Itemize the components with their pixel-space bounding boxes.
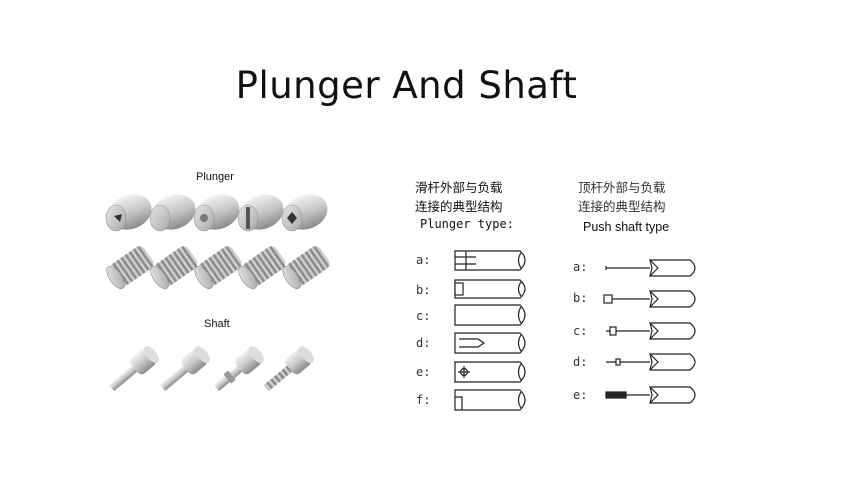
plunger-type-b <box>454 279 526 299</box>
push-shaft-heading-line1: 顶杆外部与负载 <box>578 180 666 195</box>
push-shaft-heading: 顶杆外部与负载 连接的典型结构 <box>578 178 666 216</box>
shaft-label: Shaft <box>204 318 230 330</box>
shaft-row <box>108 346 314 392</box>
page-title: Plunger And Shaft <box>235 64 578 107</box>
plunger-type-label-e: e: <box>416 365 431 379</box>
push-shaft-label-a: a: <box>573 260 588 274</box>
push-shaft-label-d: d: <box>573 355 588 369</box>
plunger-row-1 <box>105 194 328 232</box>
push-shaft-label-e: e: <box>573 388 588 402</box>
push-shaft-label-c: c: <box>573 324 588 338</box>
plunger-type-e <box>454 361 526 383</box>
push-shaft-subtitle: Push shaft type <box>583 220 670 234</box>
push-shaft-type-e <box>605 386 696 404</box>
plunger-type-heading: 滑杆外部与负载 连接的典型结构 <box>415 178 503 216</box>
plunger-type-a <box>454 250 526 271</box>
push-shaft-type-a <box>605 259 696 277</box>
push-shaft-type-c <box>606 322 696 340</box>
plunger-type-drawings <box>454 250 526 411</box>
plunger-part <box>149 194 196 232</box>
plunger-type-label-b: b: <box>416 283 431 297</box>
plunger-part <box>281 194 328 232</box>
plunger-label: Plunger <box>196 171 234 183</box>
plunger-type-c <box>454 304 526 326</box>
plunger-part <box>105 194 152 232</box>
push-shaft-type-d <box>606 353 696 371</box>
plunger-part <box>193 194 240 232</box>
plunger-type-label-a: a: <box>416 253 431 267</box>
push-shaft-heading-line2: 连接的典型结构 <box>578 199 666 214</box>
plunger-part <box>237 194 284 232</box>
push-shaft-label-b: b: <box>573 291 588 305</box>
plunger-type-subtitle: Plunger type: <box>420 217 514 231</box>
plunger-type-d <box>454 332 526 354</box>
plunger-row-2 <box>106 246 330 289</box>
plunger-type-f <box>454 389 526 411</box>
plunger-heading-line1: 滑杆外部与负载 <box>415 180 503 195</box>
plunger-heading-line2: 连接的典型结构 <box>415 199 503 214</box>
plunger-type-label-f: f: <box>416 393 431 407</box>
push-shaft-drawings <box>603 259 696 404</box>
plunger-type-label-c: c: <box>416 309 431 323</box>
plunger-type-label-d: d: <box>416 336 431 350</box>
push-shaft-type-b <box>603 290 696 308</box>
